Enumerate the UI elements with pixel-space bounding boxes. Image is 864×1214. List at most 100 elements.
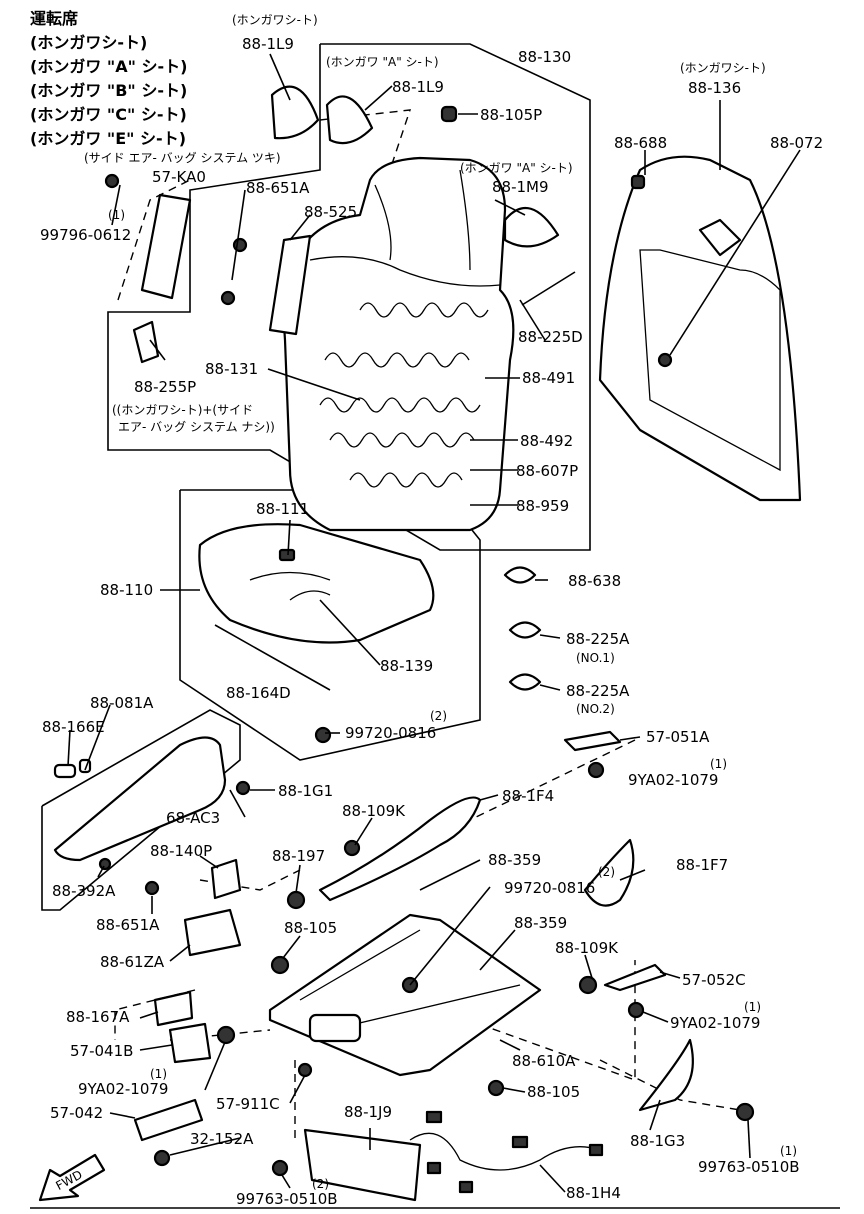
label-57-051a: 57-051A: [646, 728, 710, 746]
header-line8: 57-KA0: [152, 168, 206, 186]
knob-frame: [41, 709, 241, 911]
motor: [308, 1013, 362, 1043]
note-no2: (NO.2): [576, 702, 615, 716]
label-9ya02-1079-a: 9YA02-1079: [628, 771, 718, 789]
label-88-131: 88-131: [205, 360, 258, 378]
switch-61za: [183, 908, 242, 957]
note-no-airbag-2: エア- バッグ システム ナシ)): [118, 420, 275, 434]
label-88-492: 88-492: [520, 432, 573, 450]
label-88-61za: 88-61ZA: [100, 953, 165, 971]
qty-1d: (1): [150, 1067, 167, 1081]
label-88-688: 88-688: [614, 134, 667, 152]
cover-1f7: [583, 838, 635, 907]
label-88-139: 88-139: [380, 657, 433, 675]
part-labels: (ホンガワシ-ト) 88-1L9 (ホンガワ "A" シ-ト) 88-1L9 8…: [40, 13, 823, 1208]
harness-1h4: [409, 1132, 601, 1171]
header-line3: (ホンガワ "A" シ-ト): [30, 57, 187, 76]
label-88-607p: 88-607P: [516, 462, 578, 480]
label-88-140p: 88-140P: [150, 842, 212, 860]
bracket-255p: [132, 320, 160, 364]
label-88-072: 88-072: [770, 134, 823, 152]
label-88-109k-a: 88-109K: [342, 802, 406, 820]
label-88-105-a: 88-105: [284, 919, 337, 937]
label-99763-0510b-b: 99763-0510B: [236, 1190, 338, 1208]
header-line6: (ホンガワ "E" シ-ト): [30, 129, 186, 148]
label-88-525: 88-525: [304, 203, 357, 221]
label-57-041b: 57-041B: [70, 1042, 133, 1060]
label-9ya02-1079-c: 9YA02-1079: [78, 1080, 168, 1098]
spring-mid: [324, 352, 470, 368]
header: 運転席 (ホンガワシ-ト) (ホンガワ "A" シ-ト) (ホンガワ "B" シ…: [30, 9, 281, 186]
label-9ya02-1079-b: 9YA02-1079: [670, 1014, 760, 1032]
label-88-225a-1: 88-225A: [566, 630, 630, 648]
back-panel-board: [598, 155, 802, 502]
label-88-1f4: 88-1F4: [502, 787, 554, 805]
spring-bottom: [329, 432, 475, 448]
seat-adjuster: [268, 730, 667, 1097]
cover-1g3: [638, 1038, 694, 1112]
qty-1c: (1): [744, 1000, 761, 1014]
label-88-1j9: 88-1J9: [344, 1103, 392, 1121]
leader-lines: [67, 53, 801, 1193]
qty-2a: (2): [430, 709, 447, 723]
side-cover-body: [53, 736, 227, 862]
label-88-111: 88-111: [256, 500, 309, 518]
lower-left-parts: [133, 858, 755, 1202]
seat-back-cushion: [282, 156, 515, 532]
label-88-109k-b: 88-109K: [555, 939, 619, 957]
cover-167a: [153, 990, 194, 1027]
label-88-651a-a: 88-651A: [246, 179, 310, 197]
label-32-152a: 32-152A: [190, 1130, 254, 1148]
label-88-1g1: 88-1G1: [278, 782, 333, 800]
note-honkawa-seat-2: (ホンガワシ-ト): [680, 61, 766, 75]
fwd-arrow-shape: [38, 1153, 106, 1202]
note-honkawa-a-seat-2: (ホンガワ "A" シ-ト): [460, 161, 573, 175]
qty-1a: (1): [108, 208, 125, 222]
side-cover: [53, 736, 251, 871]
label-88-130: 88-130: [518, 48, 571, 66]
label-99720-0816-a: 99720-0816: [345, 724, 436, 742]
label-88-1m9: 88-1M9: [492, 178, 549, 196]
label-88-491: 88-491: [522, 369, 575, 387]
cover-051a: [563, 730, 622, 752]
label-88-959: 88-959: [516, 497, 569, 515]
switch-140p: [210, 858, 242, 900]
clips: [503, 566, 542, 691]
qty-2b: (2): [598, 865, 615, 879]
label-88-610a: 88-610A: [512, 1052, 576, 1070]
note-no-airbag-1: ((ホンガワシ-ト)+(サイド: [112, 403, 253, 417]
label-88-1g3: 88-1G3: [630, 1132, 685, 1150]
label-88-1l9-a: 88-1L9: [242, 35, 294, 53]
spring-low: [319, 397, 481, 413]
header-line7: (サイド エア- バッグ システム ツキ): [84, 151, 281, 165]
label-99796-0612: 99796-0612: [40, 226, 131, 244]
qty-1b: (1): [710, 757, 727, 771]
headrest-guide-left: [270, 85, 320, 140]
label-88-105-b: 88-105: [527, 1083, 580, 1101]
cushion-pad: [198, 523, 435, 644]
cap-105p: [440, 105, 458, 123]
label-88-1l9-b: 88-1L9: [392, 78, 444, 96]
label-88-1h4: 88-1H4: [566, 1184, 621, 1202]
back-panel: [598, 155, 802, 502]
label-88-359-b: 88-359: [514, 914, 567, 932]
fwd-arrow: FWD: [38, 1153, 106, 1202]
header-line2: (ホンガワシ-ト): [30, 33, 147, 52]
label-88-651a-b: 88-651A: [96, 916, 160, 934]
cover-042: [133, 1098, 204, 1142]
note-honkawa-a-seat: (ホンガワ "A" シ-ト): [326, 55, 439, 69]
label-99763-0510b-a: 99763-0510B: [698, 1158, 800, 1176]
seat-cushion: [198, 523, 435, 744]
headrest-guide-right: [325, 95, 374, 145]
label-88-392a: 88-392A: [52, 882, 116, 900]
cover-525: [268, 234, 312, 336]
label-88-197: 88-197: [272, 847, 325, 865]
label-88-1f7: 88-1F7: [676, 856, 728, 874]
recline-lever-1f4: [318, 796, 482, 902]
label-88-081a: 88-081A: [90, 694, 154, 712]
label-88-225a-2: 88-225A: [566, 682, 630, 700]
note-honkawa-seat: (ホンガワシ-ト): [232, 13, 318, 27]
trim-1j9: [303, 1128, 422, 1202]
seat-back: [282, 156, 515, 532]
